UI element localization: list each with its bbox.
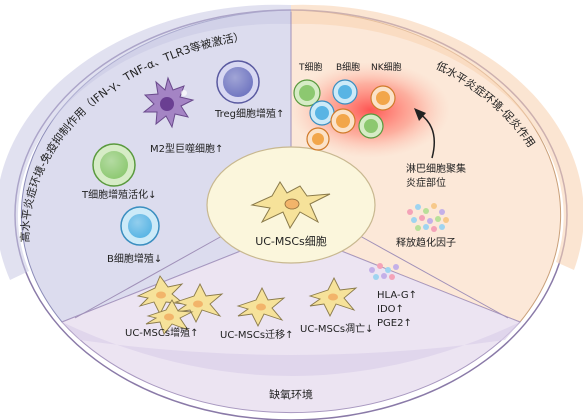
b-cell-icon-right (332, 79, 358, 105)
center-label: UC-MSCs细胞 (255, 235, 327, 248)
factor-pge2: PGE2↑ (377, 318, 412, 329)
left-sector: Treg细胞增殖↑ M2型巨噬细胞↑ T细胞增殖活化↓ B细胞增殖↓ (81, 60, 284, 265)
migration-label: UC-MSCs迁移↑ (220, 328, 293, 341)
m2-macrophage-icon (142, 76, 195, 129)
cell-label-b: B细胞 (336, 61, 360, 73)
lymphocyte-icon-3 (358, 113, 384, 139)
recruit-text-1: 淋巴细胞聚集 (406, 162, 466, 175)
factor-hla-g: HLA-G↑ (377, 290, 417, 301)
recruit-text-2: 炎症部位 (406, 176, 446, 189)
factor-dots-icon (369, 263, 399, 280)
factor-ido: IDO↑ (377, 304, 404, 315)
lymphocyte-icon-2 (330, 108, 356, 134)
bottom-sector: UC-MSCs增殖↑ UC-MSCs迁移↑ UC-MSCs凋亡↓ HLA-G↑ … (125, 263, 417, 341)
b-cell-icon-left (120, 206, 160, 246)
proliferation-label: UC-MSCs增殖↑ (125, 326, 198, 339)
bottom-arc-title: 缺氧环境 (269, 387, 313, 401)
lymphocyte-icon-4 (306, 127, 330, 151)
chemokine-text: 释放趋化因子 (396, 236, 456, 249)
chemokine-dots-icon (407, 203, 449, 232)
inflammation-glow (290, 62, 450, 158)
lymphocyte-icon-1 (309, 100, 335, 126)
apoptosis-label: UC-MSCs凋亡↓ (300, 322, 373, 335)
m2-label: M2型巨噬细胞↑ (150, 142, 223, 155)
cell-label-nk: NK细胞 (371, 61, 402, 73)
msc-migration-icon (236, 286, 286, 328)
nk-cell-icon (370, 85, 396, 111)
recruit-arrow (419, 113, 435, 159)
treg-cell-icon (216, 60, 260, 104)
cell-label-t: T细胞 (298, 61, 323, 73)
msc-cluster-icon (136, 275, 224, 335)
center-node: UC-MSCs细胞 (206, 146, 376, 264)
t-cell-icon-left (92, 143, 136, 187)
b-cell-label: B细胞增殖↓ (107, 252, 162, 265)
treg-label: Treg细胞增殖↑ (214, 107, 284, 120)
t-cell-icon-right (293, 79, 321, 107)
arrow-head-icon (414, 108, 426, 121)
right-sector: T细胞 B细胞 NK细胞 (290, 61, 466, 249)
t-cell-label: T细胞增殖活化↓ (81, 188, 157, 201)
title-bands (0, 4, 583, 376)
bottom-sector-bg (61, 230, 521, 414)
msc-apoptosis-icon (308, 276, 358, 318)
